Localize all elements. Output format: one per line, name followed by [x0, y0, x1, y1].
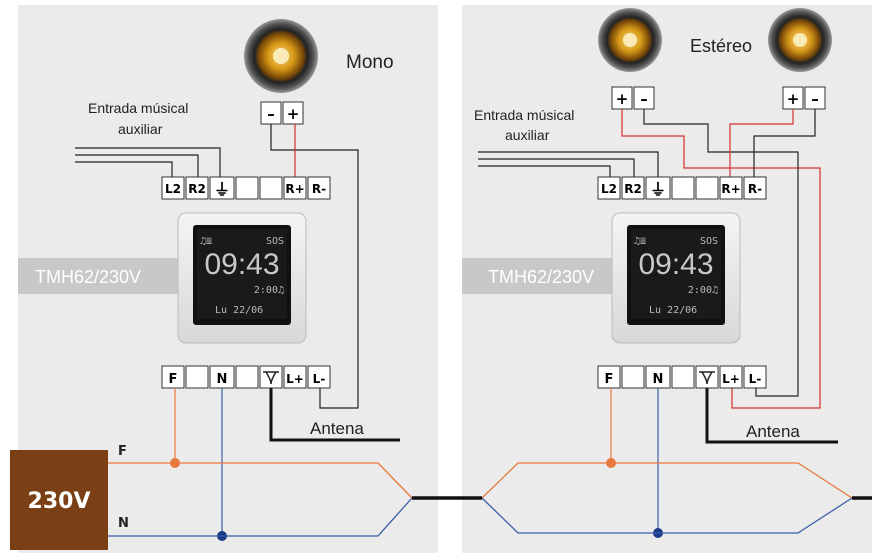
right-model-label: TMH62/230V — [488, 267, 594, 287]
right-top-terminals: L2 R2 ⏚ R+ R- — [597, 176, 767, 200]
svg-text:R2: R2 — [188, 182, 206, 196]
svg-text:F: F — [605, 372, 614, 387]
svg-text:09:43: 09:43 — [638, 248, 713, 281]
svg-text:♫≣: ♫≣ — [634, 236, 646, 247]
left-antenna-wire — [269, 388, 400, 442]
right-antenna-label: Antena — [746, 422, 800, 441]
left-speaker-terminals: – + — [260, 101, 304, 125]
svg-text:–: – — [811, 90, 819, 108]
left-aux-wires — [75, 147, 221, 177]
right-speaker-left — [598, 8, 662, 72]
svg-text:2:00♫: 2:00♫ — [254, 285, 284, 296]
svg-text:⏚: ⏚ — [650, 180, 666, 199]
svg-text:R+: R+ — [721, 182, 740, 196]
right-model-band — [462, 258, 614, 294]
left-antenna-label: Antena — [310, 419, 364, 438]
svg-text:SOS: SOS — [700, 236, 718, 247]
svg-text:+: + — [787, 90, 800, 108]
svg-text:Lu 22/06: Lu 22/06 — [649, 305, 697, 316]
svg-text:09:43: 09:43 — [204, 248, 279, 281]
svg-text:R+: R+ — [285, 182, 304, 196]
phase-label: F — [118, 444, 127, 459]
svg-text:⏚: ⏚ — [214, 180, 230, 199]
left-bottom-terminals: F N L+ L- — [161, 365, 331, 389]
svg-text:+: + — [287, 105, 300, 123]
right-aux-wires — [478, 151, 659, 177]
svg-text:+: + — [616, 90, 629, 108]
right-bottom-terminals: F N L+ L- — [597, 365, 767, 389]
svg-text:N: N — [653, 372, 664, 387]
svg-text:R-: R- — [748, 182, 762, 196]
left-device: ♫≣ SOS 09:43 2:00♫ Lu 22/06 — [177, 212, 307, 344]
right-aux-line2: auxiliar — [505, 127, 550, 143]
right-device: ♫≣ SOS 09:43 2:00♫ Lu 22/06 — [611, 212, 741, 344]
right-speaker-left-terminals: + – — [611, 86, 655, 110]
left-model-band — [18, 258, 178, 294]
power-source-box — [10, 450, 108, 550]
svg-text:N: N — [217, 372, 228, 387]
left-model-label: TMH62/230V — [35, 267, 141, 287]
left-top-terminals: L2 R2 ⏚ R+ R- — [161, 176, 331, 200]
power-voltage: 230V — [28, 489, 91, 514]
svg-text:R2: R2 — [624, 182, 642, 196]
svg-text:L2: L2 — [601, 182, 617, 196]
svg-text:R-: R- — [312, 182, 326, 196]
svg-text:F: F — [169, 372, 178, 387]
svg-text:–: – — [267, 105, 275, 123]
left-aux-line2: auxiliar — [118, 121, 163, 137]
svg-text:♫≣: ♫≣ — [200, 236, 212, 247]
right-speaker-label: Estéreo — [690, 36, 752, 56]
right-speaker-right — [768, 8, 832, 72]
svg-text:L-: L- — [313, 372, 326, 386]
svg-text:–: – — [640, 90, 648, 108]
left-speaker-label: Mono — [346, 52, 394, 73]
right-speaker-wires — [621, 109, 821, 409]
power-lines — [108, 462, 853, 537]
right-speaker-right-terminals: + – — [782, 86, 826, 110]
svg-text:L-: L- — [749, 372, 762, 386]
svg-text:L2: L2 — [165, 182, 181, 196]
svg-text:L+: L+ — [722, 372, 740, 386]
svg-text:2:00♫: 2:00♫ — [688, 285, 718, 296]
left-speaker-wire-minus — [270, 124, 359, 409]
svg-text:SOS: SOS — [266, 236, 284, 247]
neutral-label: N — [118, 516, 129, 531]
left-aux-line1: Entrada músical — [88, 100, 188, 116]
left-speaker — [244, 19, 318, 93]
right-antenna-wire — [705, 388, 838, 444]
svg-text:Lu 22/06: Lu 22/06 — [215, 305, 263, 316]
right-aux-line1: Entrada músical — [474, 107, 574, 123]
svg-text:L+: L+ — [286, 372, 304, 386]
